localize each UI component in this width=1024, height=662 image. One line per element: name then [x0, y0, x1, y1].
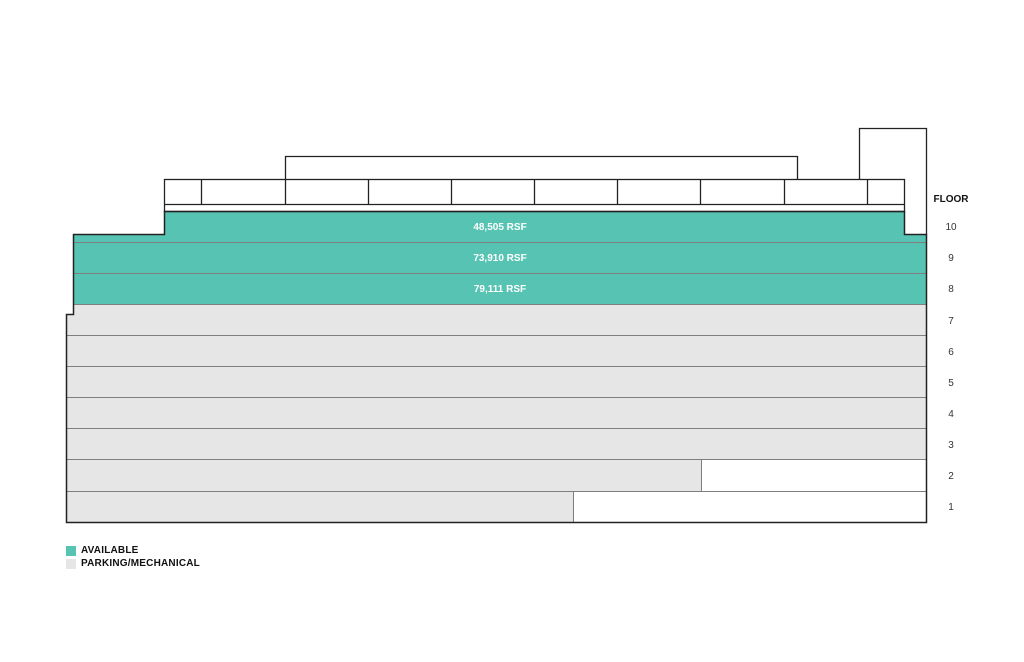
legend-item-available: AVAILABLE — [66, 544, 200, 557]
legend-item-parking-mechanical: PARKING/MECHANICAL — [66, 557, 200, 570]
floor-10-band — [164, 211, 905, 242]
floor-8-band — [73, 273, 926, 304]
floor-number-7: 7 — [948, 316, 954, 327]
floor-number-9: 9 — [948, 253, 954, 264]
floor-9-band — [73, 242, 926, 273]
floor-10-rsf-label: 48,505 RSF — [473, 222, 526, 233]
floor-10-left-step — [73, 234, 165, 242]
floor-number-10: 10 — [945, 222, 957, 233]
floor-6-band — [66, 335, 926, 366]
available-swatch — [66, 545, 76, 556]
legend: AVAILABLE PARKING/MECHANICAL — [66, 544, 200, 570]
floor-5-band — [66, 366, 926, 397]
floor-number-2: 2 — [948, 471, 954, 482]
floor-7-band — [73, 304, 926, 335]
parking-mechanical-swatch — [66, 558, 76, 569]
legend-label-available: AVAILABLE — [81, 545, 139, 556]
floor-4-band — [66, 397, 926, 428]
floor-8-rsf-label: 79,111 RSF — [474, 284, 526, 295]
floor-7-notch-fill — [66, 314, 74, 335]
floor-3-band — [66, 428, 926, 459]
floor-9-rsf-label: 73,910 RSF — [473, 253, 526, 264]
roof-structure — [163, 127, 928, 235]
floor-number-6: 6 — [948, 347, 954, 358]
floor-1-band — [66, 491, 573, 522]
floor-2-band — [66, 459, 701, 491]
floor-number-4: 4 — [948, 409, 954, 420]
floor-number-5: 5 — [948, 378, 954, 389]
floor-number-8: 8 — [948, 284, 954, 295]
floor-number-1: 1 — [948, 502, 954, 513]
floor-column-header: FLOOR — [934, 194, 970, 205]
floor-number-3: 3 — [948, 440, 954, 451]
floor-dividers — [66, 242, 926, 522]
legend-label-parking-mechanical: PARKING/MECHANICAL — [81, 558, 200, 569]
floor-10-right-step — [904, 234, 926, 242]
